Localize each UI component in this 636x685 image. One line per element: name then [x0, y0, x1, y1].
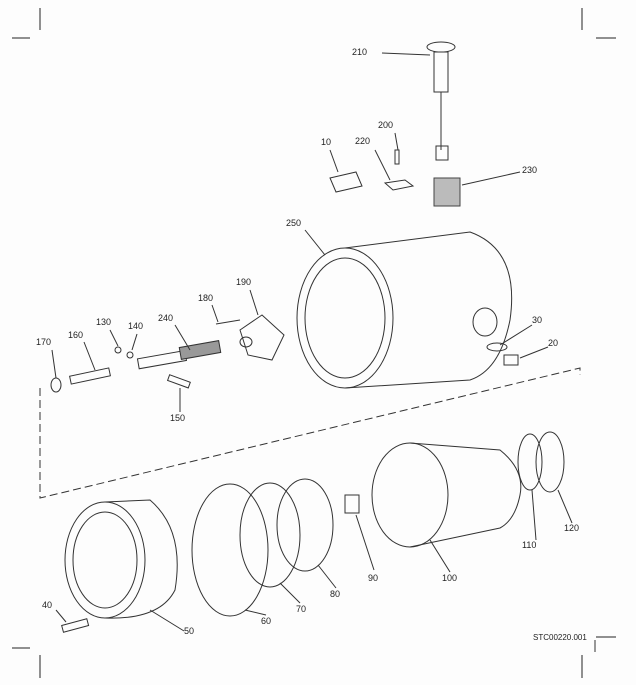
label-200: 200	[378, 120, 394, 130]
part-100-sleeve	[371, 442, 522, 548]
part-180-screw	[215, 319, 241, 325]
leader-lines	[51, 52, 596, 652]
label-160: 160	[68, 330, 84, 340]
crop-marks	[12, 8, 616, 678]
label-190: 190	[236, 277, 252, 287]
label-140: 140	[128, 321, 144, 331]
part-230-spring	[433, 177, 461, 207]
part-30-oring	[486, 342, 508, 352]
part-110-ring	[517, 433, 543, 491]
label-250: 250	[286, 218, 302, 228]
part-200-screw	[394, 149, 400, 165]
part-170-washer	[50, 377, 62, 393]
part-150-pin	[166, 374, 191, 389]
part-160-bolt	[69, 367, 111, 385]
label-130: 130	[96, 317, 112, 327]
label-240: 240	[158, 313, 174, 323]
part-220-bracket	[383, 179, 415, 191]
label-60: 60	[261, 616, 272, 626]
label-10: 10	[321, 137, 332, 147]
part-250-housing	[296, 231, 513, 389]
label-50: 50	[184, 626, 195, 636]
label-70: 70	[296, 604, 307, 614]
label-80: 80	[330, 589, 341, 599]
label-90: 90	[368, 573, 379, 583]
label-210: 210	[352, 47, 368, 57]
part-10-plate	[329, 171, 363, 193]
label-220: 220	[355, 136, 371, 146]
drawing-code: STC00220.001	[533, 633, 587, 642]
assembly-dashline	[39, 367, 581, 499]
label-40: 40	[42, 600, 53, 610]
label-100: 100	[442, 573, 458, 583]
label-30: 30	[532, 315, 543, 325]
label-20: 20	[548, 338, 559, 348]
part-40-bolt	[61, 618, 90, 633]
part-80-ring	[276, 478, 334, 572]
part-210-dipstick	[426, 41, 456, 161]
part-90-fitting	[344, 494, 360, 514]
part-120-ring	[535, 431, 565, 493]
part-240-shaft	[136, 340, 222, 370]
part-60-ring	[191, 483, 269, 617]
label-180: 180	[198, 293, 214, 303]
label-110: 110	[522, 540, 537, 550]
label-150: 150	[170, 413, 186, 423]
part-20-plug	[503, 354, 519, 366]
label-170: 170	[36, 337, 52, 347]
part-130-140-clips	[114, 346, 134, 359]
label-120: 120	[564, 523, 580, 533]
part-70-ring	[239, 482, 301, 588]
part-190-cover	[239, 314, 285, 361]
label-230: 230	[522, 165, 538, 175]
part-50-cover	[64, 499, 178, 619]
